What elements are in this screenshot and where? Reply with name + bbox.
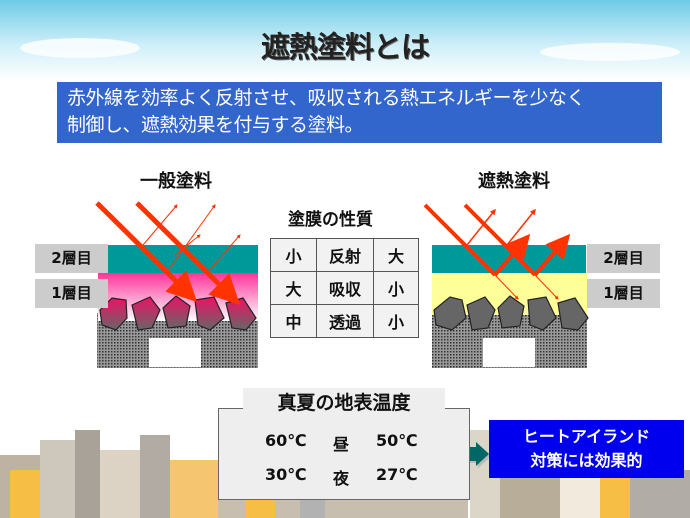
cell: 小	[373, 271, 419, 305]
cell: 透過	[316, 304, 374, 338]
definition-box: 赤外線を効率よく反射させ、吸収される熱エネルギーを少なく 制御し、遮熱効果を付与…	[57, 82, 662, 143]
temperature-box: 60℃ 昼 50℃ 30℃ 夜 27℃	[218, 408, 470, 500]
properties-caption: 塗膜の性質	[288, 210, 373, 230]
properties-table: 小反射大 大吸収小 中透過小	[270, 238, 419, 338]
right-layer2-label: 2層目	[587, 244, 660, 273]
page-title: 遮熱塗料とは	[260, 30, 430, 64]
standard-paint-diagram	[95, 201, 258, 368]
time-label: 昼	[333, 435, 350, 454]
standard-paint-heading: 一般塗料	[140, 171, 212, 192]
conclusion-line-1: ヒートアイランド	[522, 427, 651, 446]
city-skyline	[0, 430, 690, 518]
table-row: 小反射大	[270, 238, 419, 272]
left-layer2-label: 2層目	[35, 244, 108, 273]
cell: 小	[373, 304, 419, 338]
definition-line-1: 赤外線を効率よく反射させ、吸収される熱エネルギーを少なく	[67, 87, 586, 109]
right-layer1-label: 1層目	[587, 279, 660, 308]
shield-temp: 27℃	[376, 465, 418, 484]
conclusion-box: ヒートアイランド 対策には効果的	[489, 420, 684, 478]
cell: 大	[270, 271, 317, 305]
standard-temp: 30℃	[265, 465, 307, 484]
temperature-heading: 真夏の地表温度	[243, 388, 445, 418]
heat-shield-paint-heading: 遮熱塗料	[478, 171, 550, 192]
time-label: 夜	[333, 469, 350, 488]
cell: 反射	[316, 238, 374, 272]
shield-temp: 50℃	[376, 431, 418, 450]
heat-shield-paint-diagram	[423, 203, 589, 368]
left-layer1-label: 1層目	[35, 279, 108, 308]
cell: 小	[270, 238, 317, 272]
table-row: 中透過小	[270, 304, 419, 338]
definition-line-2: 制御し、遮熱効果を付与する塗料。	[67, 114, 364, 136]
table-row: 大吸収小	[270, 271, 419, 305]
conclusion-line-2: 対策には効果的	[530, 451, 643, 470]
standard-temp: 60℃	[265, 431, 307, 450]
cell: 中	[270, 304, 317, 338]
cell: 吸収	[316, 271, 374, 305]
cell: 大	[373, 238, 419, 272]
